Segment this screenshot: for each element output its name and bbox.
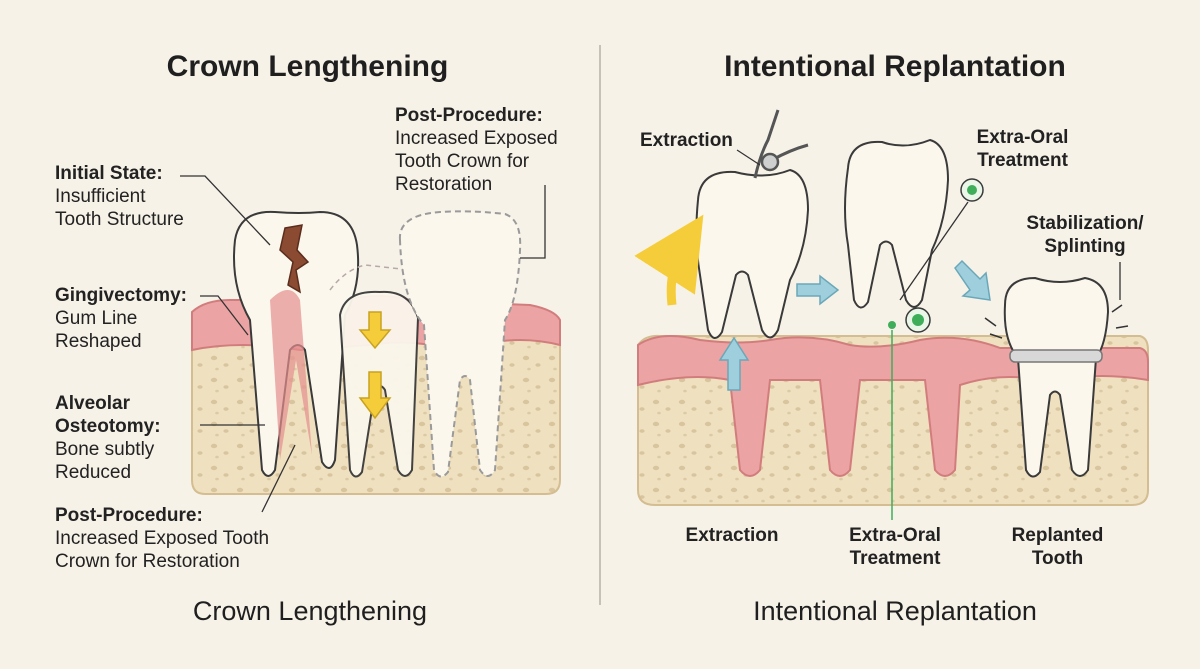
left-leader-lines: [180, 175, 546, 513]
replanted-line-1: Replanted: [1011, 525, 1104, 546]
post-top-head: Post-Procedure:: [395, 105, 543, 126]
decayed-tooth: [233, 210, 360, 477]
osteotomy-head: Alveolar: [55, 393, 130, 414]
post-top-line-1: Increased Exposed: [395, 128, 558, 149]
reduction-arrows: [358, 311, 392, 420]
stabilization-line-2: Splinting: [1044, 236, 1126, 257]
forceps-icon: [753, 109, 809, 179]
gingivectomy-head: Gingivectomy:: [55, 285, 187, 306]
up-arrow: [718, 336, 750, 391]
lift-arrow: [634, 214, 704, 306]
extraction-bottom-label: Extraction: [685, 525, 779, 546]
post-procedure-tooth: [398, 210, 522, 478]
extra-oral-bottom-line-1: Extra-Oral: [849, 525, 941, 546]
replanted-label: Replanted Tooth: [1000, 524, 1115, 570]
osteotomy-label: Alveolar Osteotomy: Bone subtly Reduced: [55, 392, 161, 484]
stabilization-line-1: Stabilization/: [1026, 213, 1144, 234]
extra-oral-top-label: Extra-Oral Treatment: [960, 126, 1085, 172]
osteotomy-line-1: Bone subtly: [55, 439, 155, 460]
down-right-arrow: [954, 259, 991, 301]
gingivectomy-line-2: Reshaped: [55, 331, 142, 352]
gingivectomy-label: Gingivectomy: Gum Line Reshaped: [55, 284, 187, 353]
post-procedure-bottom-label: Post-Procedure: Increased Exposed Tooth …: [55, 504, 269, 573]
replantation-illustration: [634, 109, 1149, 520]
post-bottom-line-2: Crown for Restoration: [55, 551, 240, 572]
osteotomy-line-2: Reduced: [55, 462, 132, 483]
extra-oral-tooth: [844, 138, 950, 309]
gingivectomy-line-1: Gum Line: [55, 308, 138, 329]
osteotomy-head-2: Osteotomy:: [55, 416, 161, 437]
splint-band: [1009, 349, 1103, 363]
crown-lengthening-illustration: [180, 175, 561, 513]
post-top-line-3: Restoration: [395, 174, 493, 195]
extracted-tooth: [695, 168, 810, 339]
replanted-tooth: [984, 262, 1129, 478]
initial-state-line-2: Tooth Structure: [55, 209, 184, 230]
left-footer: Crown Lengthening: [192, 596, 428, 626]
right-arrow: [796, 274, 840, 306]
left-title: Crown Lengthening: [166, 50, 449, 83]
post-bottom-line-1: Increased Exposed Tooth: [55, 528, 270, 549]
post-top-line-2: Tooth Crown for: [395, 151, 530, 172]
post-bottom-head: Post-Procedure:: [55, 505, 203, 526]
initial-state-line-1: Insufficient: [55, 186, 146, 207]
initial-state-label: Initial State: Insufficient Tooth Struct…: [55, 162, 184, 231]
right-title: Intentional Replantation: [724, 50, 1066, 83]
treatment-markers: [888, 178, 984, 520]
initial-state-head: Initial State:: [55, 163, 163, 184]
extraction-top-label: Extraction: [640, 130, 733, 151]
extra-oral-top-line-2: Treatment: [977, 150, 1068, 171]
extra-oral-bottom-label: Extra-Oral Treatment: [830, 524, 960, 570]
extra-oral-bottom-line-2: Treatment: [849, 548, 941, 569]
right-footer: Intentional Replantation: [753, 596, 1037, 626]
post-procedure-top-label: Post-Procedure: Increased Exposed Tooth …: [395, 104, 558, 196]
replanted-line-2: Tooth: [1031, 548, 1084, 569]
stabilization-label: Stabilization/ Splinting: [1010, 212, 1160, 258]
extra-oral-top-line-1: Extra-Oral: [976, 127, 1069, 148]
